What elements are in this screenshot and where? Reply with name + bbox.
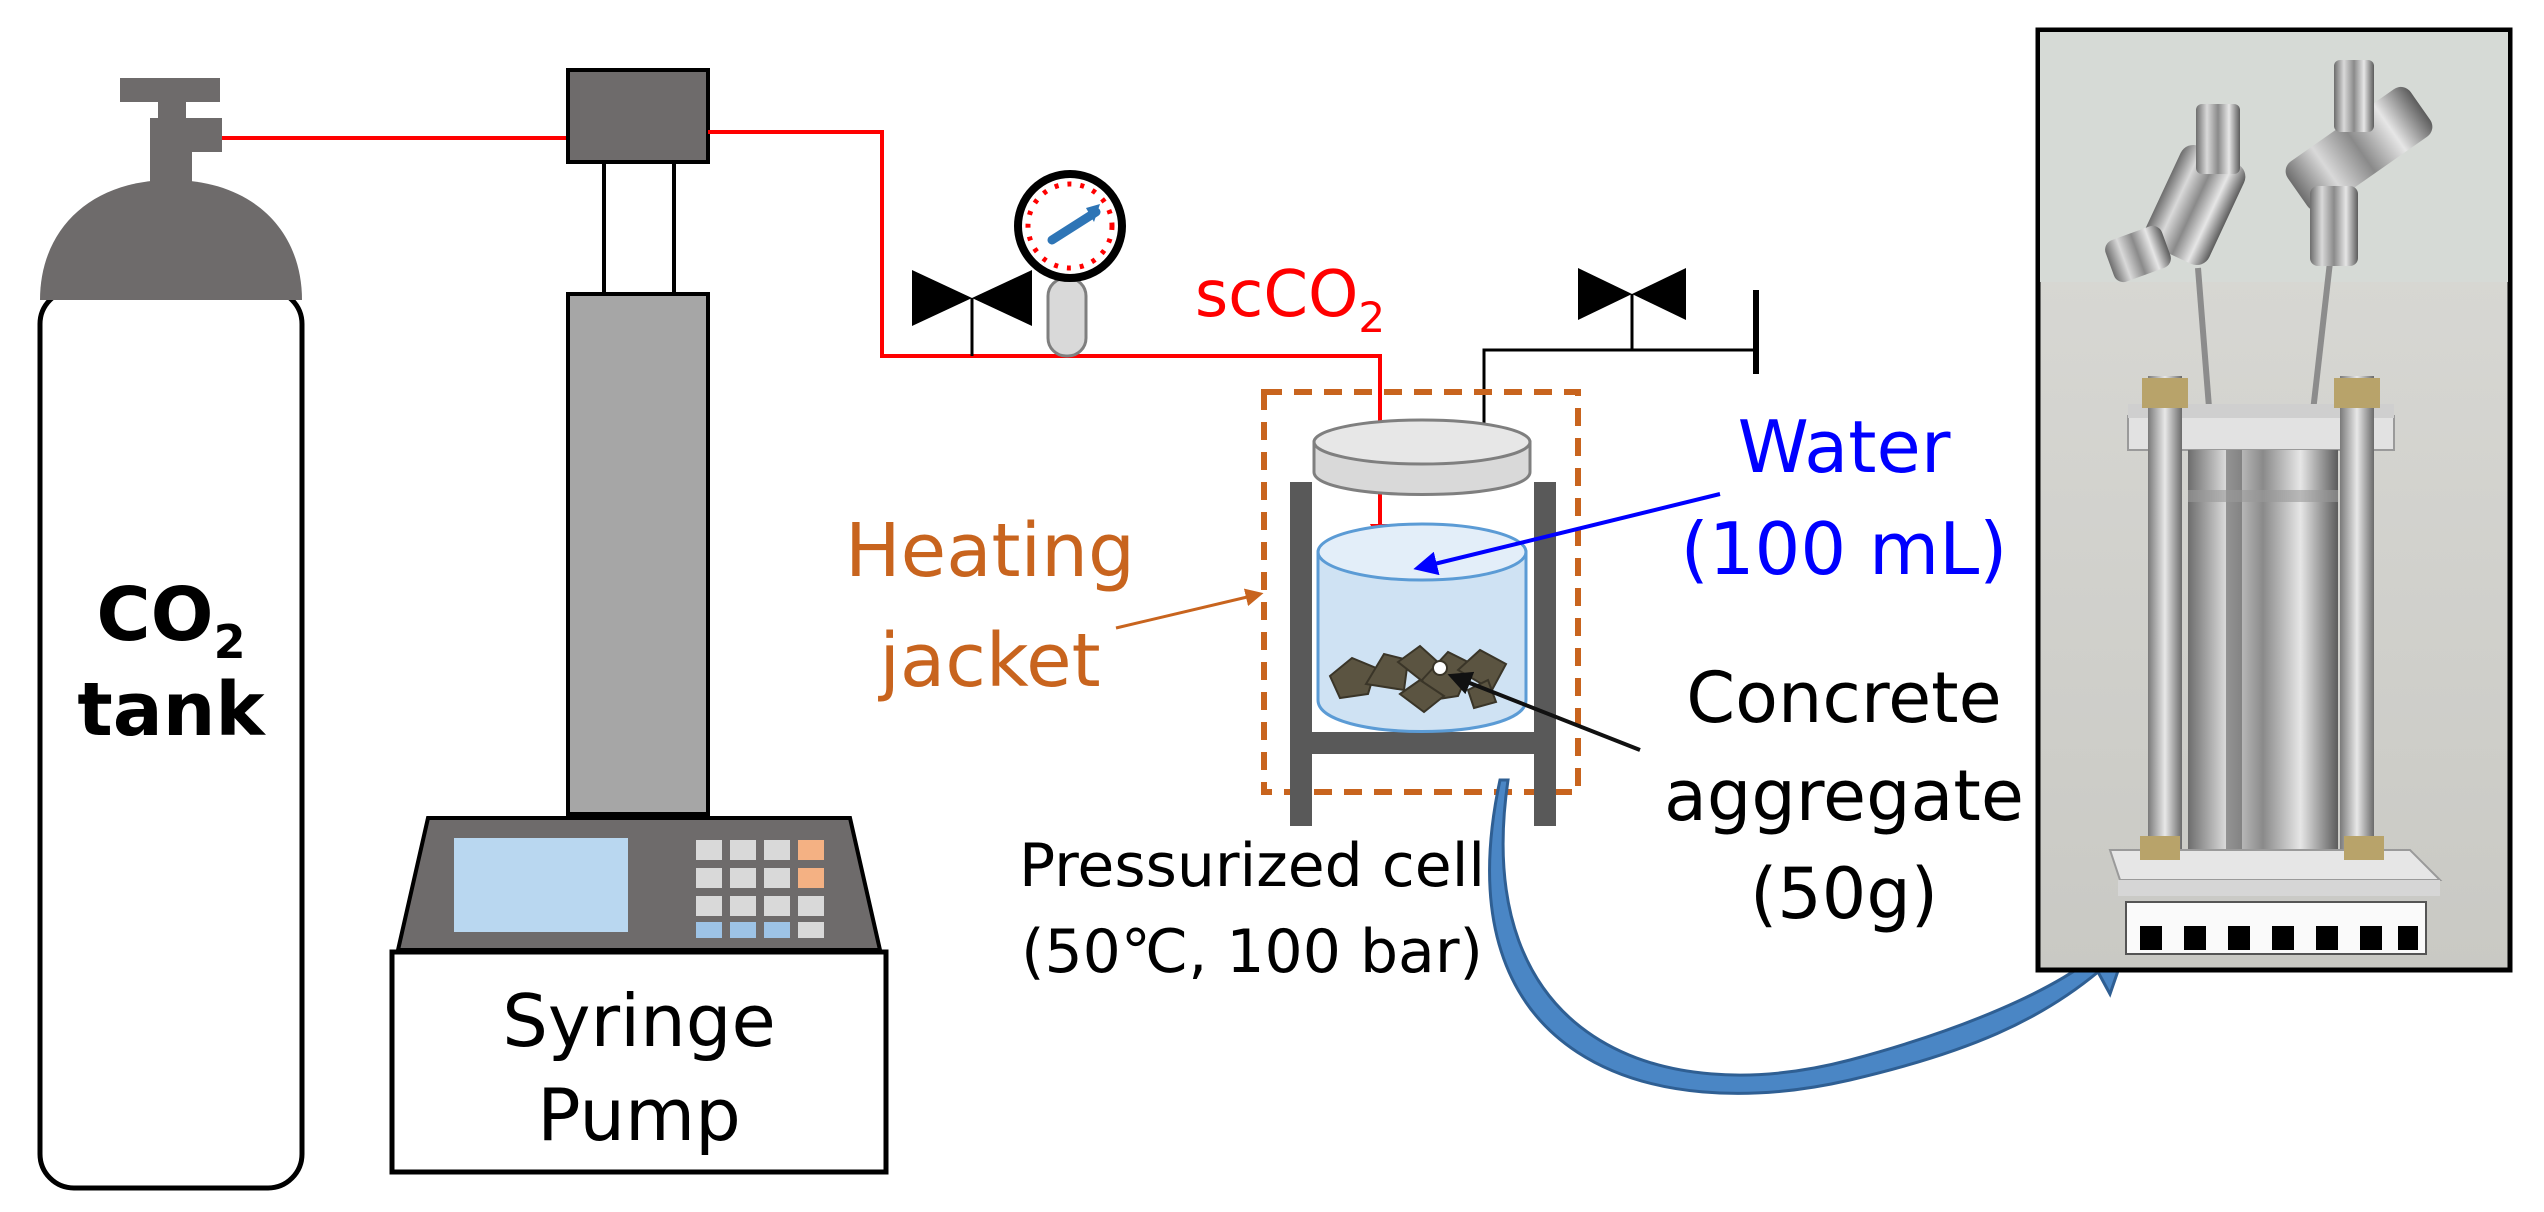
- photo-rod-right: [2340, 376, 2374, 866]
- concrete-label-line2: aggregate: [1664, 755, 2024, 837]
- pump-display: [454, 838, 628, 932]
- pump-barrel: [566, 292, 710, 816]
- curved-arrow-to-photo: [1488, 778, 2133, 1095]
- photo-valve-left: [2105, 104, 2246, 421]
- cell-frame-left: [1290, 482, 1312, 826]
- tank-label-co2: CO2: [96, 572, 245, 669]
- heating-jacket-outline: [1261, 389, 1581, 795]
- tank-outlet: [188, 118, 222, 152]
- pump-label-line1: Syringe: [502, 979, 776, 1063]
- reactor-photo: [2035, 27, 2513, 973]
- pressure-gauge-icon: [1014, 170, 1126, 358]
- valve-icon: [1578, 268, 1686, 350]
- scco2-label: scCO2: [1195, 258, 1385, 342]
- pump-piston: [602, 160, 676, 296]
- tank-neck: [150, 118, 192, 190]
- water-surface: [1316, 522, 1528, 582]
- pump-label-line2: Pump: [537, 1073, 741, 1157]
- concrete-arrow: [1447, 671, 1641, 752]
- co2-tank: CO2 tank: [37, 78, 305, 1191]
- water-label-line2: (100 mL): [1681, 507, 2008, 591]
- syringe-pump: Syringe Pump: [389, 68, 889, 1175]
- pressurized-cell: [1261, 389, 1581, 826]
- gas-line-pump-cell: [708, 130, 1390, 544]
- cell-frame-right: [1534, 482, 1556, 826]
- pump-head: [566, 68, 710, 164]
- concrete-label-line3: (50g): [1750, 853, 1938, 935]
- cell-label-line2: (50℃, 100 bar): [1021, 917, 1483, 987]
- water-label-line1: Water: [1738, 405, 1951, 489]
- pump-base: [389, 949, 889, 1175]
- water-arrow: [1413, 492, 1721, 576]
- heating-label-line2: jacket: [877, 618, 1100, 704]
- photo-rod-left: [2148, 376, 2182, 866]
- valve-icon: [912, 270, 1032, 356]
- pump-keypad: [696, 840, 824, 938]
- photo-valve-right: [2285, 60, 2433, 421]
- tank-dome: [40, 180, 302, 300]
- cell-frame-shelf: [1312, 732, 1534, 754]
- concrete-label-line1: Concrete: [1686, 657, 2001, 739]
- photo-cylinder: [2188, 450, 2338, 862]
- cell-label-line1: Pressurized cell: [1019, 831, 1485, 901]
- heating-label-line1: Heating: [845, 508, 1135, 594]
- tank-label-tank: tank: [77, 667, 266, 753]
- heating-jacket-arrow: [1115, 588, 1264, 630]
